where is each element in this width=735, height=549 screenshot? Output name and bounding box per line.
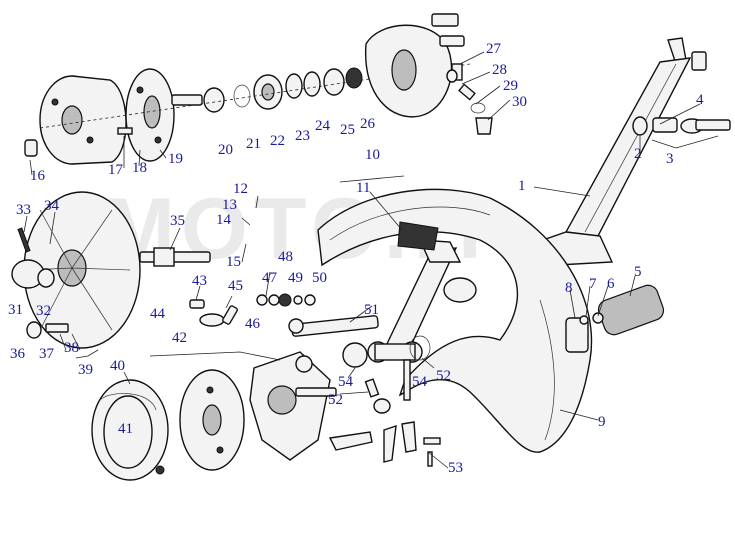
part-label-25: 25 xyxy=(340,122,355,138)
part-label-11: 11 xyxy=(356,180,370,196)
part-label-54a: 54 xyxy=(338,374,354,390)
part-label-42: 42 xyxy=(172,330,187,346)
part-label-36: 36 xyxy=(10,346,26,362)
part-label-41: 41 xyxy=(118,421,133,437)
part-label-15: 15 xyxy=(226,254,241,270)
part-label-21: 21 xyxy=(246,136,261,152)
part-label-43: 43 xyxy=(192,273,207,289)
part-label-18: 18 xyxy=(132,160,147,176)
part-label-52b: 52 xyxy=(328,392,343,408)
part-label-22: 22 xyxy=(270,133,285,149)
part-number-labels: 1 2 3 4 5 6 7 8 9 10 11 12 13 14 15 16 1… xyxy=(8,41,704,476)
part-label-20: 20 xyxy=(218,142,233,158)
hub-drum xyxy=(39,75,127,165)
part-label-17: 17 xyxy=(108,162,124,178)
part-label-4: 4 xyxy=(696,92,704,108)
part-label-9: 9 xyxy=(598,414,606,430)
part-label-30: 30 xyxy=(512,94,527,110)
part-label-2: 2 xyxy=(634,146,642,162)
hub-disc xyxy=(125,68,203,162)
part-label-19: 19 xyxy=(168,151,183,167)
fork-pivot-pin xyxy=(288,315,379,337)
upper-housing xyxy=(365,13,465,118)
leader-lines xyxy=(23,51,701,469)
brake-plate xyxy=(179,369,245,471)
part-label-12: 12 xyxy=(233,181,248,197)
part-label-29: 29 xyxy=(503,78,518,94)
brake-cover xyxy=(11,191,141,349)
hub-pin xyxy=(117,127,133,135)
small-hardware xyxy=(189,293,441,467)
front-shock-parts xyxy=(565,284,665,353)
part-label-37: 37 xyxy=(39,346,55,362)
part-label-46: 46 xyxy=(245,316,261,332)
lower-fork-bracket xyxy=(249,351,337,461)
part-label-10: 10 xyxy=(365,147,380,163)
part-label-13: 13 xyxy=(222,197,237,213)
part-label-31: 31 xyxy=(8,302,23,318)
brake-shoes xyxy=(91,379,169,481)
part-label-32: 32 xyxy=(36,303,51,319)
part-label-35: 35 xyxy=(170,213,185,229)
part-label-23: 23 xyxy=(295,128,310,144)
hub-bearings xyxy=(203,67,363,113)
part-label-3: 3 xyxy=(666,151,674,167)
part-label-49: 49 xyxy=(288,270,303,286)
part-label-48: 48 xyxy=(278,249,293,265)
hub-bolt xyxy=(24,139,38,157)
part-label-8: 8 xyxy=(565,280,573,296)
bolt-set xyxy=(651,51,731,149)
part-label-52a: 52 xyxy=(436,368,451,384)
seal-ring xyxy=(632,116,648,136)
part-label-34: 34 xyxy=(44,198,60,214)
part-label-50: 50 xyxy=(312,270,327,286)
grease-nipple-set xyxy=(446,69,493,135)
part-label-1: 1 xyxy=(518,178,526,194)
front-fender xyxy=(317,188,593,453)
part-label-28: 28 xyxy=(492,62,507,78)
spindle-nut-set xyxy=(26,321,69,339)
part-label-5: 5 xyxy=(634,264,642,280)
part-label-51: 51 xyxy=(364,302,379,318)
brake-lever xyxy=(328,431,373,451)
part-label-38: 38 xyxy=(64,340,79,356)
part-label-27: 27 xyxy=(486,41,502,57)
part-label-45: 45 xyxy=(228,278,243,294)
part-label-26: 26 xyxy=(360,116,376,132)
part-label-53: 53 xyxy=(448,460,463,476)
cover-screw xyxy=(17,227,31,253)
part-label-7: 7 xyxy=(589,276,597,292)
part-label-44: 44 xyxy=(150,306,166,322)
part-label-14: 14 xyxy=(216,212,232,228)
part-label-16: 16 xyxy=(30,168,46,184)
part-label-40: 40 xyxy=(110,358,125,374)
part-label-39: 39 xyxy=(78,362,93,378)
wheel-spindle xyxy=(139,247,211,267)
part-label-6: 6 xyxy=(607,276,615,292)
part-label-47: 47 xyxy=(262,270,278,286)
part-label-33: 33 xyxy=(16,202,31,218)
part-label-54b: 54 xyxy=(412,374,428,390)
part-label-24: 24 xyxy=(315,118,331,134)
fork-arm xyxy=(367,221,477,363)
